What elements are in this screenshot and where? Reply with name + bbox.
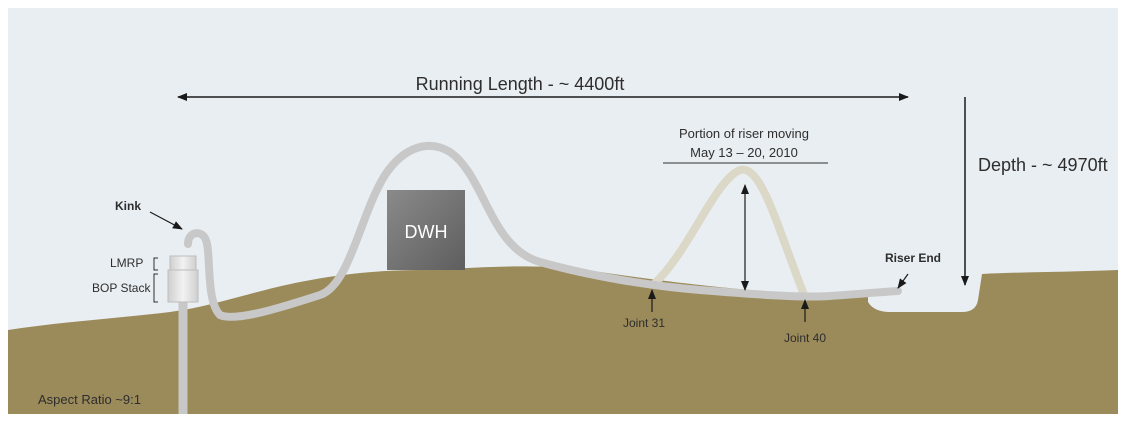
dwh-label: DWH [405, 222, 448, 242]
bop-stack-block [167, 269, 199, 303]
lmrp-label: LMRP [110, 256, 143, 270]
dwh-block [387, 190, 465, 270]
depth-label: Depth - ~ 4970ft [978, 155, 1108, 175]
riser-pipe [184, 142, 902, 321]
joint-31-label: Joint 31 [623, 316, 665, 330]
kink-pointer [149, 211, 183, 230]
kink-label: Kink [115, 199, 141, 213]
riser-end-label: Riser End [885, 251, 941, 265]
running-length-label: Running Length - ~ 4400ft [416, 74, 625, 94]
riser-moving-portion [651, 165, 809, 301]
lmrp-bracket [153, 257, 158, 271]
portion-label-line2: May 13 – 20, 2010 [690, 145, 798, 160]
riser-end-pointer [897, 273, 909, 289]
joint-40-label: Joint 40 [784, 331, 826, 345]
portion-label-line1: Portion of riser moving [679, 126, 809, 141]
bop-stack-label: BOP Stack [92, 281, 151, 295]
lmrp-block [169, 255, 197, 271]
bop-bracket [153, 273, 158, 303]
aspect-ratio-label: Aspect Ratio ~9:1 [38, 392, 141, 407]
